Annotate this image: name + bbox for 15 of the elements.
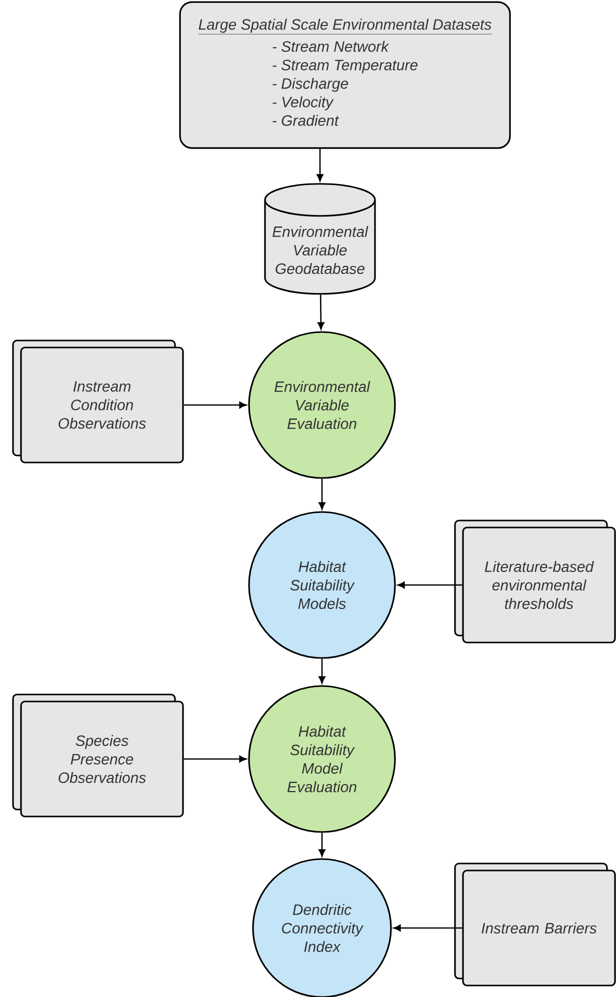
data-source-box: Large Spatial Scale Environmental Datasets - Stream Network - Stream Temperature - Discharge - Velocity - Gradient: [179, 1, 511, 149]
arrow: [318, 294, 324, 330]
arrow: [318, 658, 326, 684]
document-stack: Instream Barriers: [454, 862, 616, 986]
arrow: [318, 832, 326, 857]
database-cylinder: Environmental Variable Geodatabase: [264, 183, 376, 295]
document-stack: Instream Condition Observations: [12, 340, 184, 464]
arrow: [318, 478, 326, 510]
document-stack: Literature-based environmental thresholds: [454, 520, 616, 644]
document-stack: Species Presence Observations: [12, 694, 184, 818]
arrow: [397, 582, 462, 588]
arrow: [316, 148, 324, 182]
arrow: [393, 924, 462, 932]
arrow: [184, 756, 247, 762]
arrow: [184, 402, 247, 408]
